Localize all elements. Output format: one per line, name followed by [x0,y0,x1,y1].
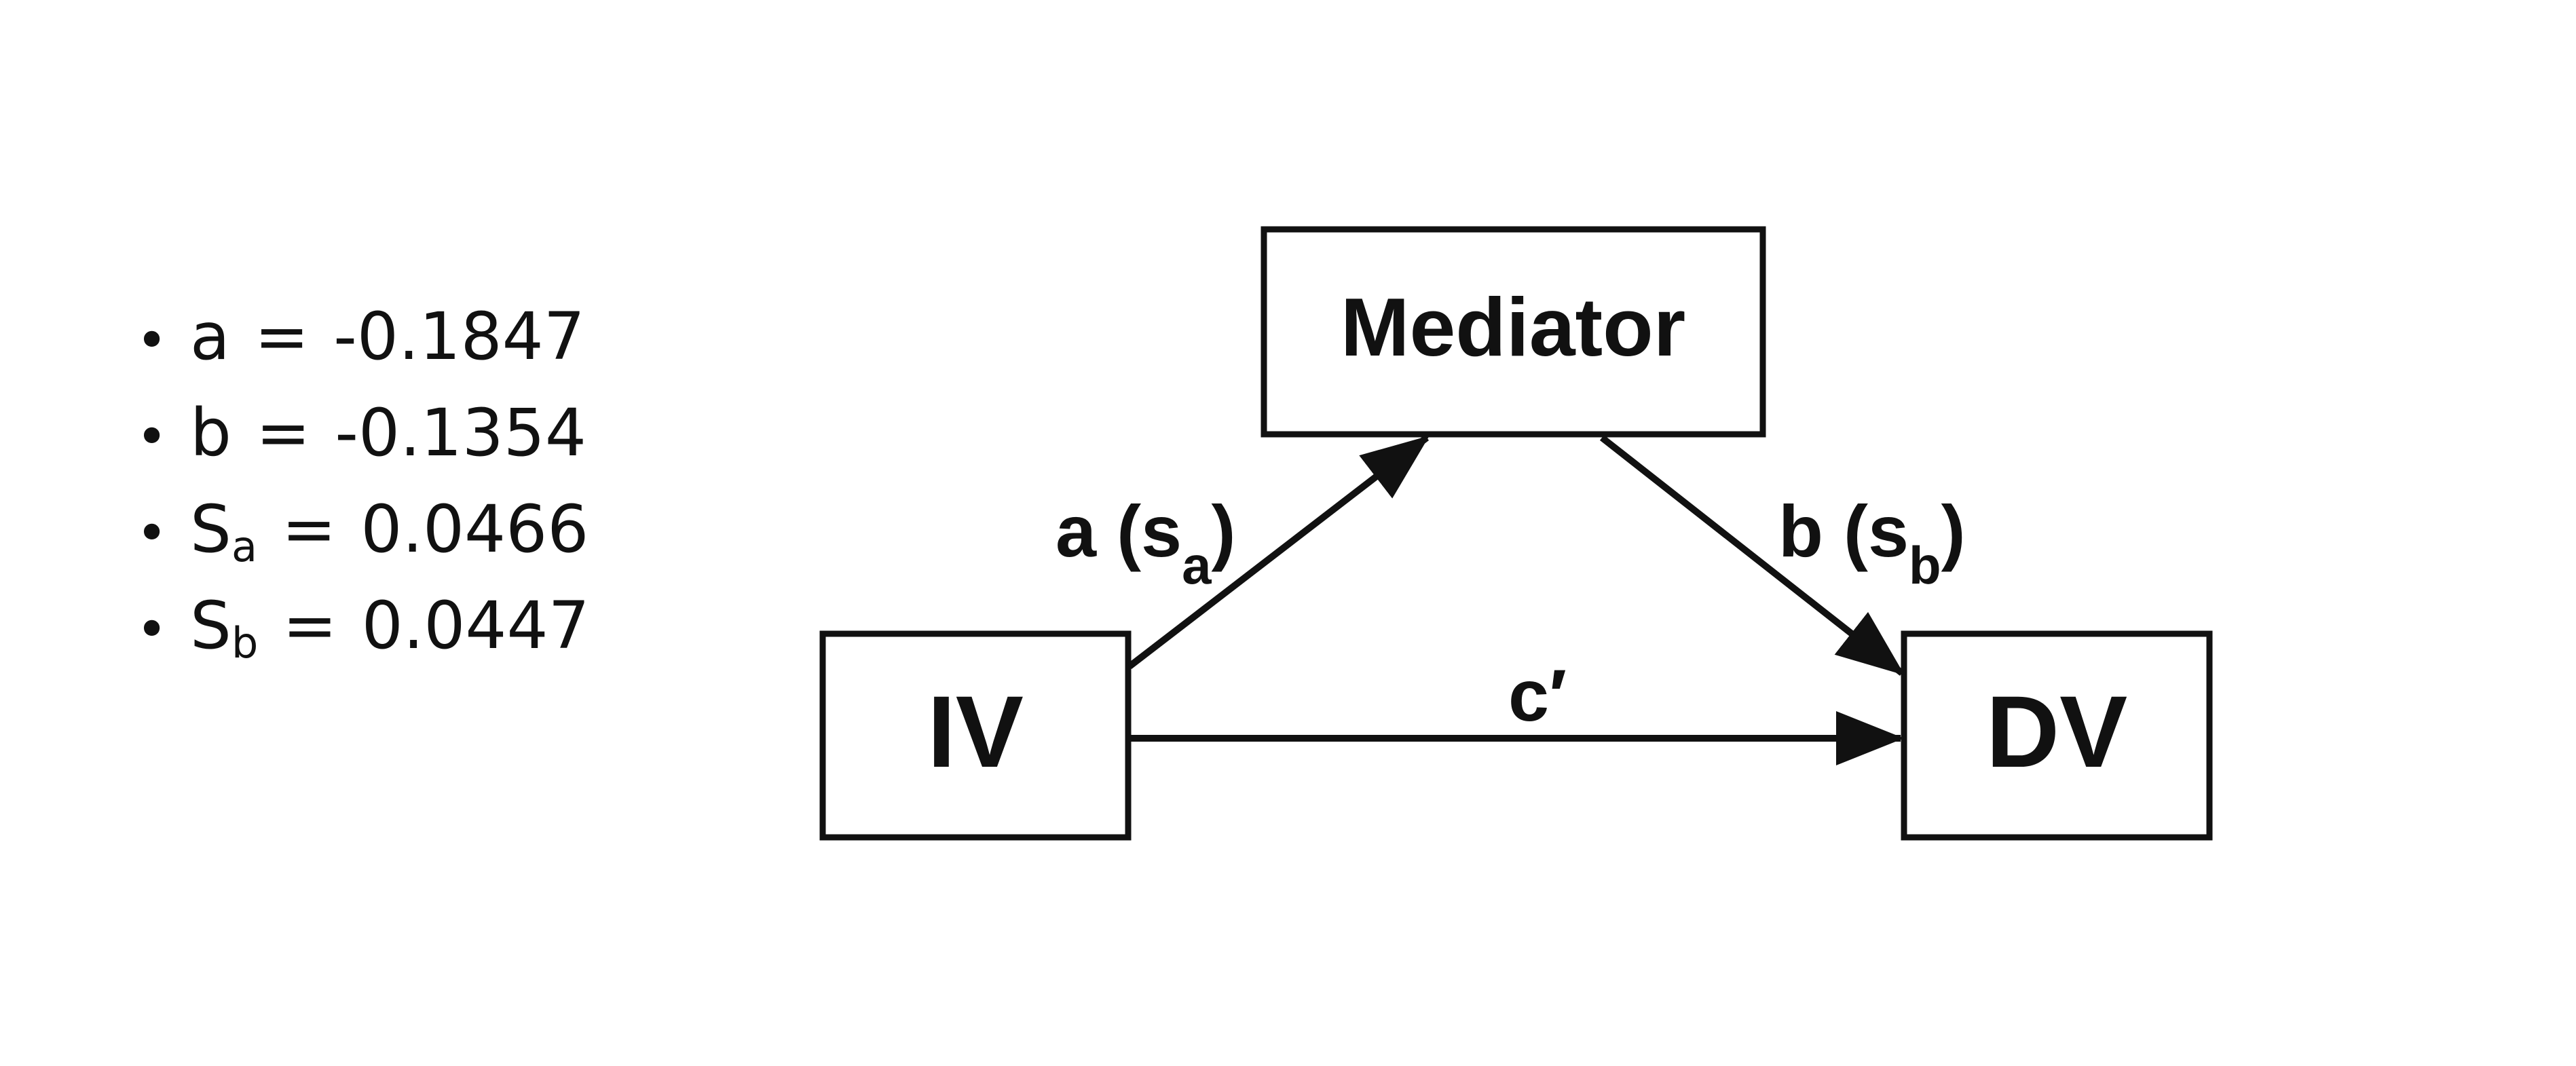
parameter-value: 0.0447 [361,588,590,664]
edge-label-b: b (sb) [1778,490,1966,595]
edge-mediator-to-dv [1599,435,1905,676]
iv-node: IV [819,630,1132,841]
equals-sign: = [282,588,337,664]
parameter-name: Sb [190,588,259,668]
edge-label-c-prime: c′ [1508,654,1567,736]
parameter-name: Sa [190,491,257,571]
parameter-a: • a = -0.1847 [136,299,590,395]
bullet: • [136,598,168,661]
equals-sign: = [254,299,310,375]
parameter-b: • b = -0.1354 [136,395,590,491]
dv-label: DV [1986,674,2127,788]
dv-node: DV [1901,630,2213,841]
parameter-value: -0.1354 [335,395,586,471]
bullet: • [136,309,168,372]
parameter-value: 0.0466 [360,491,589,567]
bullet: • [136,501,168,565]
edge-label-a: a (sa) [1056,490,1235,595]
parameter-name: a [190,299,230,375]
mediator-label: Mediator [1341,281,1685,373]
equals-sign: = [255,395,311,471]
iv-box [819,630,1132,841]
mediator-box [1261,226,1766,438]
bullet: • [136,405,168,468]
parameter-sb: • Sb = 0.0447 [136,588,590,684]
parameter-sa: • Sa = 0.0466 [136,491,590,588]
parameter-value: -0.1847 [333,299,585,375]
mediator-node: Mediator [1261,226,1766,438]
parameter-name: b [190,395,231,471]
dv-box [1901,630,2213,841]
parameter-list: • a = -0.1847 • b = -0.1354 • Sa = 0.046… [136,299,590,684]
equals-sign: = [281,491,337,567]
edge-iv-to-mediator [1127,435,1430,669]
iv-label: IV [927,674,1024,788]
